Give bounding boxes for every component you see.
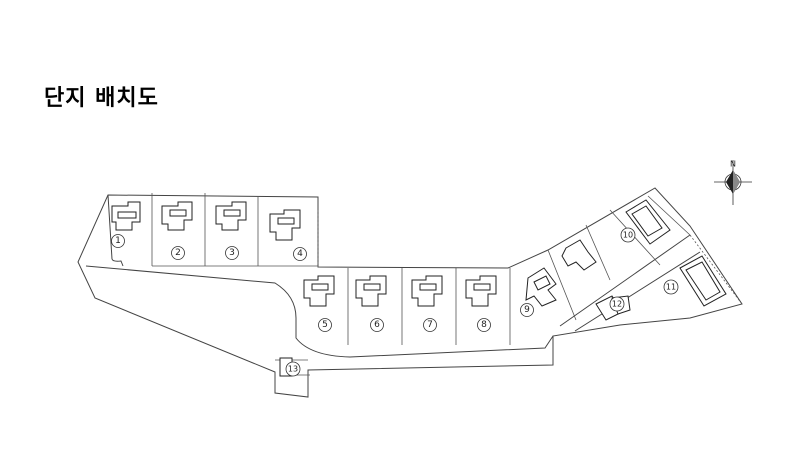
lot-label-1: 1 [115,236,121,246]
house-lot-4 [269,209,301,241]
lot-marker-1: 1 [111,234,125,248]
page-title: 단지 배치도 [44,86,159,111]
lot-marker-10: 10 [620,227,636,243]
lot-marker-6: 6 [370,318,384,332]
north-arrow-icon: N [714,160,752,205]
lot-label-13: 13 [288,365,298,374]
lot-marker-5: 5 [318,318,332,332]
lot-label-8: 8 [481,320,487,330]
upper-lot-lines [151,193,318,267]
lot-marker-4: 4 [293,247,307,261]
house-lot-5 [303,275,335,307]
house-lot-14 [561,239,597,271]
lot-marker-7: 7 [423,318,437,332]
house-lot-3 [215,201,247,231]
lot-marker-2: 2 [171,246,185,260]
lot-label-7: 7 [427,320,433,330]
house-lot-10 [625,199,671,245]
north-label: N [730,160,736,169]
site-boundary [77,187,743,398]
house-lot-6 [355,275,387,307]
lot-marker-13: 13 [285,361,301,377]
lot-marker-9: 9 [520,303,534,317]
house-lot-7 [411,275,443,307]
east-lot-lines [547,195,743,321]
middle-lot-lines [317,210,511,345]
lot-marker-3: 3 [225,246,239,260]
lot-marker-11: 11 [663,279,679,295]
lot-label-6: 6 [374,320,380,330]
lot-label-3: 3 [229,248,235,258]
house-lot-11 [679,255,727,307]
lot-label-9: 9 [524,305,530,315]
house-lot-2 [161,201,193,231]
house-lot-1 [111,201,141,231]
lot-label-5: 5 [322,320,328,330]
lot-label-10: 10 [623,231,633,240]
internal-road-edge [85,265,554,358]
lot-label-4: 4 [297,249,303,259]
lot-marker-12: 12 [609,296,625,312]
lot-label-11: 11 [666,283,676,292]
lot-label-12: 12 [612,300,622,309]
house-lot-9 [525,267,557,307]
house-lot-8 [465,275,497,307]
internal-road-edge-east [559,234,701,332]
lot-label-2: 2 [175,248,181,258]
lot-marker-8: 8 [477,318,491,332]
internal-road-edge-upper [107,194,124,267]
